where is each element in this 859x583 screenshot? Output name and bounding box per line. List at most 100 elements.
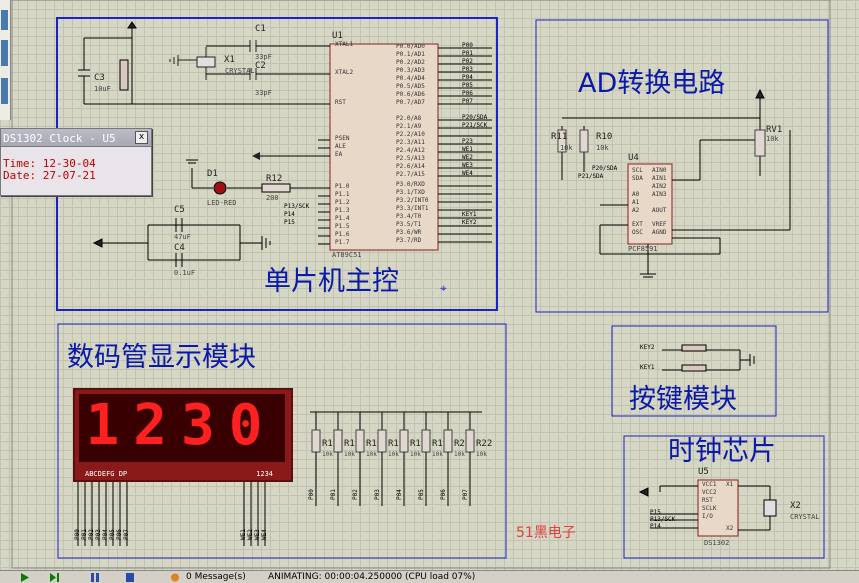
net-label: P00 <box>308 489 315 500</box>
mcu-pin-label: P2.6/A14 <box>396 163 425 170</box>
pcf-pin-label: A2 <box>632 207 640 214</box>
net-label: P00 <box>462 42 473 49</box>
capacitor-c2 <box>206 68 330 80</box>
c2-value: 33pF <box>255 89 272 97</box>
mcu-pin-label: P0.6/AD6 <box>396 91 425 98</box>
mcu-pin-label: P1.5 <box>335 223 350 230</box>
pcf-pin-label: AIN1 <box>652 175 667 182</box>
pcf-pin-label: SDA <box>632 175 643 182</box>
net-label: P13/SCK <box>650 516 676 523</box>
resistor-value: 10k <box>432 451 443 458</box>
display-screen <box>79 394 285 462</box>
display-resistor <box>311 429 321 453</box>
c3-value: 10uF <box>94 85 111 93</box>
net-label: P05 <box>462 82 473 89</box>
mcu-pin-label: P1.6 <box>335 231 350 238</box>
message-icon[interactable] <box>170 573 180 582</box>
net-label: P23 <box>462 138 473 145</box>
mcu-pin-label: P3.3/INT1 <box>396 205 429 212</box>
mcu-pin-label: P0.0/AD0 <box>396 43 425 50</box>
mcu-pin-label: XTAL2 <box>335 69 354 76</box>
potentiometer-rv1 <box>754 129 766 157</box>
play-icon[interactable] <box>20 573 30 582</box>
resistor-label: R1 <box>322 439 333 449</box>
r11-label: R11 <box>551 132 568 142</box>
toolbar-icon[interactable] <box>1 40 8 66</box>
segment-drop-lines <box>77 480 128 546</box>
messages-count[interactable]: 0 Message(s) <box>186 572 246 582</box>
u5-part: DS1302 <box>704 539 730 547</box>
mcu-right-pin-group <box>438 47 492 243</box>
mcu-pin-label: P2.5/A13 <box>396 155 425 162</box>
net-label: P07 <box>462 489 469 500</box>
net-label: P15 <box>650 509 661 516</box>
mcu-pin-label: P1.0 <box>335 183 350 190</box>
pcf-pin-label: AIN3 <box>652 191 667 198</box>
mcu-pin-label: P1.2 <box>335 199 350 206</box>
popup-time: Time: 12-30-04 <box>3 157 96 170</box>
popup-titlebar[interactable]: DS1302 Clock - U5 x <box>1 129 151 147</box>
adc-module-frame <box>535 19 829 313</box>
resistor-label: R1 <box>432 439 443 449</box>
stop-icon[interactable] <box>125 573 135 582</box>
led-d1 <box>186 159 330 195</box>
we-drop-lines <box>243 480 266 546</box>
reset-circuit <box>78 21 330 105</box>
mcu-pin-label: P3.0/RXD <box>396 181 425 188</box>
r11-value: 10k <box>560 144 573 152</box>
u4-part: PCF8591 <box>628 245 658 253</box>
step-icon[interactable] <box>50 573 60 582</box>
resistor-label: R1 <box>388 439 399 449</box>
display-module-frame <box>57 323 507 559</box>
display-digits: 1230 <box>85 393 277 458</box>
left-toolbar[interactable] <box>0 0 11 120</box>
resistor-value: 10k <box>454 451 465 458</box>
pcf-pin-label: SCL <box>632 167 643 174</box>
mcu-pin-label: P2.2/A10 <box>396 131 425 138</box>
net-label: P21/SCK <box>462 122 488 129</box>
pause-icon[interactable] <box>90 573 100 582</box>
u5-label: U5 <box>698 467 709 477</box>
resistor-label: R2 <box>454 439 465 449</box>
display-resistor <box>421 429 431 453</box>
display-resistor <box>355 429 365 453</box>
display-digit-pins-label: 1234 <box>256 470 273 478</box>
mcu-chip <box>329 43 439 251</box>
ds-pin-label: VCC1 <box>702 481 717 488</box>
popup-date: Date: 27-07-21 <box>3 169 96 182</box>
mcu-pin-label: P0.5/AD5 <box>396 83 425 90</box>
seven-segment-display: 1230 ABCDEFG DP 1234 <box>73 388 293 482</box>
r10-label: R10 <box>596 132 613 142</box>
d1-value: LED-RED <box>207 199 237 207</box>
resistor-value: 10k <box>476 451 487 458</box>
display-resistor <box>443 429 453 453</box>
ground-symbol-crystal <box>169 55 179 66</box>
u1-label: U1 <box>332 31 343 41</box>
net-label: WE1 <box>462 146 473 153</box>
toolbar-icon[interactable] <box>1 78 8 104</box>
power-capacitors <box>92 218 271 267</box>
u4-label: U4 <box>628 153 639 163</box>
toolbar-icon[interactable] <box>1 10 8 30</box>
mcu-left-pin-group <box>318 45 330 245</box>
ds-pin-label: X2 <box>726 525 734 532</box>
ds1302-clock-popup[interactable]: DS1302 Clock - U5 x Time: 12-30-04 Date:… <box>0 128 152 196</box>
pcf-pin-label: AIN0 <box>652 167 667 174</box>
c4-label: C4 <box>174 243 185 253</box>
net-label: P04 <box>462 74 473 81</box>
close-icon[interactable]: x <box>135 131 148 144</box>
mcu-pin-label: P3.7/RD <box>396 237 422 244</box>
r12-label: R12 <box>266 174 283 184</box>
resistor-value: 10k <box>410 451 421 458</box>
pcf8591-chip <box>627 163 673 245</box>
schematic-canvas[interactable]: 单片机主控 AD转换电路 数码管显示模块 按键模块 时钟芯片 51黑电子 ⌖ U… <box>0 0 859 570</box>
clock-module-title: 时钟芯片 <box>668 436 776 467</box>
rv1-label: RV1 <box>766 125 783 135</box>
mcu-pin-label: ALE <box>335 143 346 150</box>
pcf-pin-label: EXT <box>632 221 643 228</box>
net-label: P06 <box>462 90 473 97</box>
adc-wiring <box>561 88 791 278</box>
mcu-pin-label: P2.0/A8 <box>396 115 422 122</box>
resistor-value: 10k <box>388 451 399 458</box>
adc-module-title: AD转换电路 <box>578 68 726 99</box>
